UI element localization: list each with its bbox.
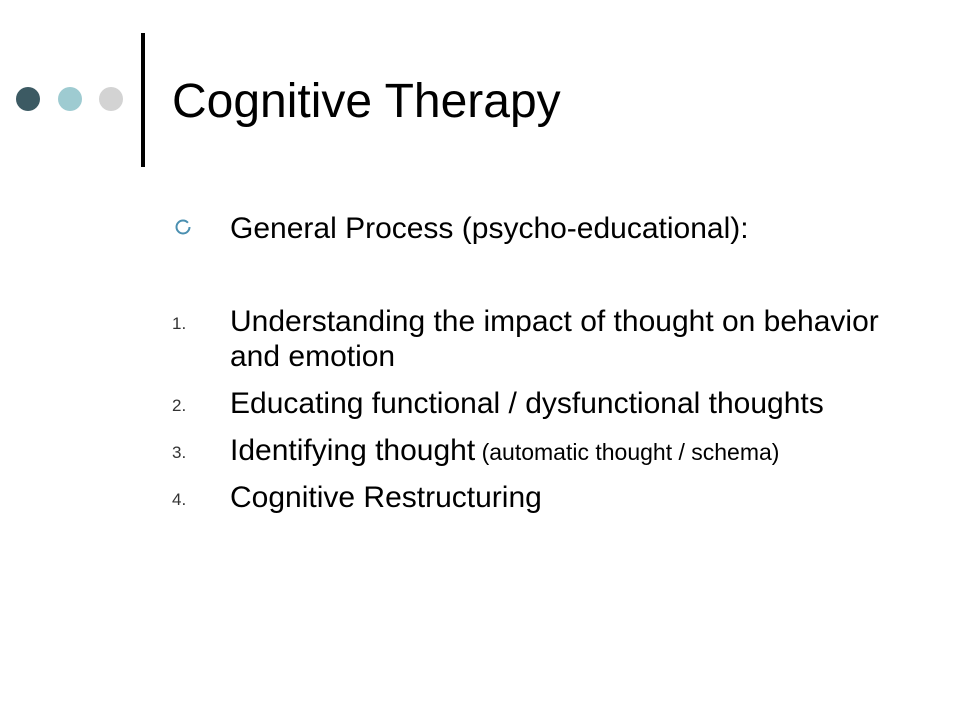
list-item: 4. Cognitive Restructuring [172,480,912,517]
list-number: 2. [172,396,187,415]
list-item-note: (automatic thought / schema) [475,439,780,465]
bullet-text: General Process (psycho-educational): [230,212,749,245]
list-number: 1. [172,314,187,333]
list-item-text: Understanding the impact of thought on b… [230,304,912,376]
numbered-list: 1. Understanding the impact of thought o… [172,304,912,527]
list-item: 1. Understanding the impact of thought o… [172,304,912,376]
circle-outline-bullet-icon [175,219,191,235]
title-divider-line [141,33,145,167]
list-item-main-text: Educating functional / dysfunctional tho… [230,387,824,420]
list-item-main-text: Understanding the impact of thought on b… [230,305,879,373]
list-item-text: Cognitive Restructuring [230,480,912,517]
slide-title: Cognitive Therapy [172,75,561,128]
list-number: 3. [172,443,187,462]
list-item-main-text: Cognitive Restructuring [230,481,542,514]
decorative-dot-dark [16,87,40,111]
list-number: 4. [172,490,187,509]
list-item: 2. Educating functional / dysfunctional … [172,386,912,423]
list-item: 3. Identifying thought (automatic though… [172,433,912,470]
list-item-text: Identifying thought (automatic thought /… [230,433,912,470]
list-item-main-text: Identifying thought [230,434,476,467]
decorative-dot-teal [58,87,82,111]
decorative-dot-gray [99,87,123,111]
list-item-text: Educating functional / dysfunctional tho… [230,386,912,423]
